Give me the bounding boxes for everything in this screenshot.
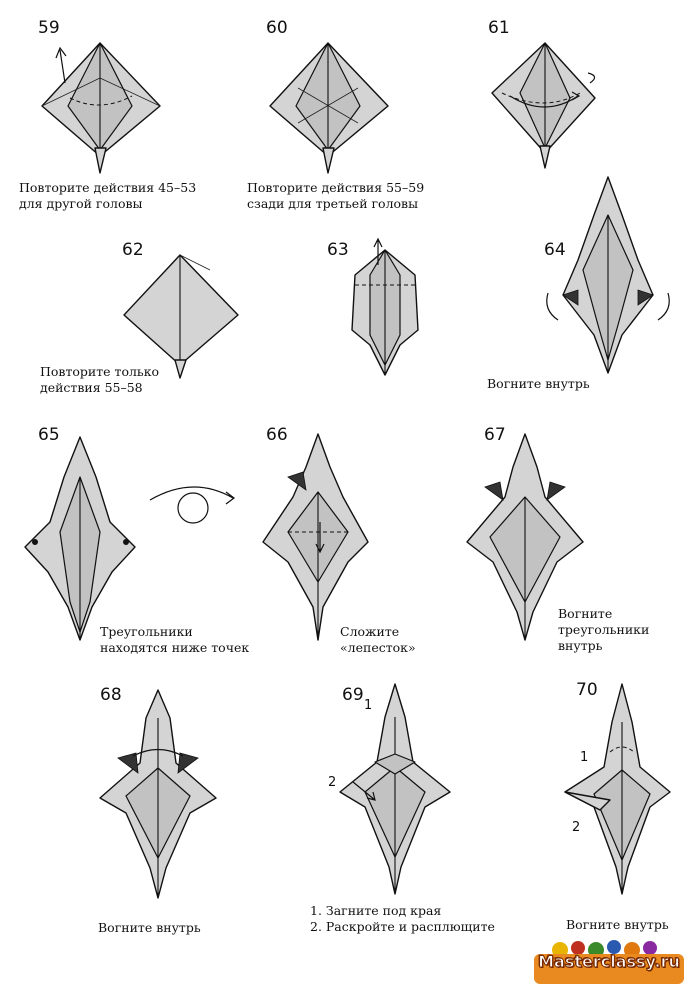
step-69-marker-2: 2 [328,775,337,790]
watermark-text: Masterclassy.ru [538,952,681,972]
step-64-caption: Вогните внутрь [487,376,590,391]
watermark-logo: Masterclassy.ru [530,938,688,990]
step-70-marker-1: 1 [580,750,589,765]
step-60-caption: Повторите действия 55–59 сзади для треть… [247,180,425,211]
craft-logo-icon [534,940,684,984]
step-60-number: 60 [266,18,288,38]
step-68-diagram [99,689,217,899]
turn-over-icon [149,486,235,524]
step-69-diagram [339,683,451,895]
step-66-number: 66 [266,425,288,445]
step-69-caption: 1. Загните под края 2. Раскройте и распл… [310,903,495,934]
step-68-number: 68 [100,685,122,705]
step-70-marker-2: 2 [572,820,581,835]
step-69-number: 69 [342,685,364,705]
step-59-caption: Повторите действия 45–53 для другой голо… [19,180,197,211]
step-64-number: 64 [544,240,566,260]
step-65-number: 65 [38,425,60,445]
step-67-diagram [466,433,584,641]
step-60-diagram [269,42,389,174]
step-68-caption: Вогните внутрь [98,920,201,935]
step-62-diagram [123,254,239,379]
step-70-diagram [564,683,671,895]
step-61-number: 61 [488,18,510,38]
step-62-number: 62 [122,240,144,260]
step-70-number: 70 [576,680,598,700]
step-69-marker-1: 1 [364,698,373,713]
step-70-caption: Вогните внутрь [566,917,669,932]
step-62-caption: Повторите только действия 55–58 [40,364,160,395]
step-64-diagram [546,176,670,374]
step-66-caption: Сложите «лепесток» [340,624,416,655]
step-67-number: 67 [484,425,506,445]
step-59-number: 59 [38,18,60,38]
step-66-diagram [262,433,369,641]
step-65-caption: Треугольники находятся ниже точек [100,624,250,655]
step-67-caption: Вогните треугольники внутрь [558,606,650,653]
step-61-diagram [491,42,596,169]
step-63-diagram [351,237,419,376]
step-65-diagram [24,436,136,641]
step-59-diagram [41,42,161,174]
step-63-number: 63 [327,240,349,260]
